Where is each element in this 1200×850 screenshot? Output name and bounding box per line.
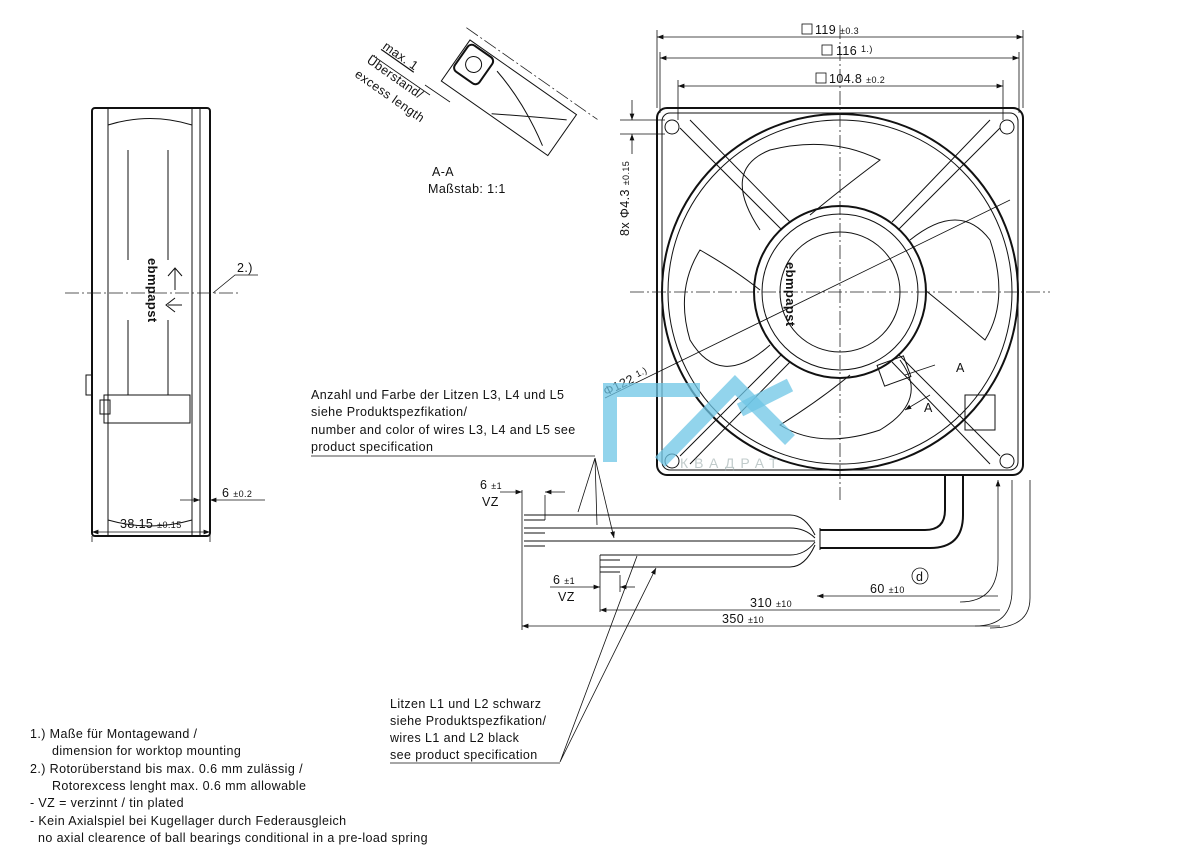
upper-note-line: Anzahl und Farbe der Litzen L3, L4 und L…: [311, 388, 564, 402]
diameter-ref: 1.): [634, 365, 649, 379]
front-view: ebmpapst A A 119 ±0.3 116 1.) 104.8 ±0.2…: [601, 23, 1050, 500]
dim-60: 60: [870, 582, 885, 596]
note-line: no axial clearence of ball bearings cond…: [38, 831, 428, 845]
holes-dim-tol: ±0.15: [621, 161, 631, 185]
dim-104-8: 104.8: [829, 72, 862, 86]
general-notes: 1.) Maße für Montagewand / dimension for…: [30, 727, 428, 845]
strip1-tol: ±1: [491, 481, 502, 491]
svg-text:310 ±10: 310 ±10: [750, 596, 792, 610]
rotor-dim-tol: ±0.2: [233, 489, 252, 499]
svg-text:119 ±0.3: 119 ±0.3: [815, 23, 859, 37]
wires-lower-note: Litzen L1 und L2 schwarz siehe Produktsp…: [389, 697, 560, 764]
dim-119-tol: ±0.3: [840, 26, 859, 36]
wires-upper-note: Anzahl und Farbe der Litzen L3, L4 und L…: [311, 388, 595, 457]
dim-116: 116: [836, 44, 857, 58]
svg-text:116 1.): 116 1.): [836, 44, 873, 58]
strip1-vz: VZ: [482, 495, 499, 509]
svg-text:350 ±10: 350 ±10: [722, 612, 764, 626]
svg-text:6 ±1: 6 ±1: [553, 573, 575, 587]
note-line: 2.) Rotorüberstand bis max. 0.6 mm zuläs…: [30, 762, 303, 776]
dim-60-tol: ±10: [889, 585, 905, 595]
svg-text:60 ±10: 60 ±10: [870, 582, 905, 596]
strip2-dim: 6: [553, 573, 560, 587]
watermark-sub: КВАДРАТ: [680, 455, 784, 471]
lower-note-line: see product specification: [390, 748, 538, 762]
lower-note-line: siehe Produktspezfikation/: [390, 714, 546, 728]
side-note-ref: 2.): [237, 261, 253, 275]
front-brand-logo: ebmpapst: [783, 262, 798, 327]
strip2-vz: VZ: [558, 590, 575, 604]
side-view: ebmpapst 2.) 38.15 ±0.15 6 ±0.2: [65, 107, 265, 542]
side-width-tol: ±0.15: [157, 520, 181, 530]
dim-350: 350: [722, 612, 744, 626]
lower-note-line: Litzen L1 und L2 schwarz: [390, 697, 541, 711]
upper-note-line: product specification: [311, 440, 433, 454]
lower-note-line: wires L1 and L2 black: [389, 731, 520, 745]
svg-text:6 ±1: 6 ±1: [480, 478, 502, 492]
upper-note-line: siehe Produktspezfikation/: [311, 405, 467, 419]
svg-text:38.15 ±0.15: 38.15 ±0.15: [120, 517, 182, 531]
svg-text:8x Φ4.3 ±0.15: 8x Φ4.3 ±0.15: [618, 161, 632, 236]
watermark-logo: КВАДРАТ: [603, 375, 795, 471]
note-line: Rotorexcess lenght max. 0.6 mm allowable: [52, 779, 306, 793]
strip2-tol: ±1: [564, 576, 575, 586]
side-brand-logo: ebmpapst: [145, 258, 160, 323]
section-marker-a-2: A: [924, 401, 933, 415]
dim-310-tol: ±10: [776, 599, 792, 609]
dim-350-tol: ±10: [748, 615, 764, 625]
dim-310: 310: [750, 596, 772, 610]
dim-104-8-tol: ±0.2: [866, 75, 885, 85]
dim-60-mark: d: [916, 570, 923, 584]
svg-text:6 ±0.2: 6 ±0.2: [222, 486, 252, 500]
section-label: A-A: [432, 165, 454, 179]
strip1-dim: 6: [480, 478, 487, 492]
dim-119: 119: [815, 23, 836, 37]
dim-116-ref: 1.): [861, 44, 873, 54]
note-line: dimension for worktop mounting: [52, 744, 241, 758]
rotor-dim: 6: [222, 486, 229, 500]
svg-text:104.8 ±0.2: 104.8 ±0.2: [829, 72, 885, 86]
note-line: - VZ = verzinnt / tin plated: [30, 796, 184, 810]
section-scale: Maßstab: 1:1: [428, 182, 506, 196]
holes-dim: 8x Φ4.3: [618, 189, 632, 236]
cable: 6 ±1 VZ 6 ±1 VZ 60 ±10 d 310 ±10 350 ±10: [480, 457, 1031, 763]
section-a-a: max. 1 Überstand/ excess length A-A Maßs…: [352, 27, 598, 196]
side-width-dim: 38.15: [120, 517, 153, 531]
section-marker-a: A: [956, 361, 965, 375]
note-line: - Kein Axialspiel bei Kugellager durch F…: [30, 814, 347, 828]
note-line: 1.) Maße für Montagewand /: [30, 727, 198, 741]
upper-note-line: number and color of wires L3, L4 and L5 …: [311, 423, 576, 437]
